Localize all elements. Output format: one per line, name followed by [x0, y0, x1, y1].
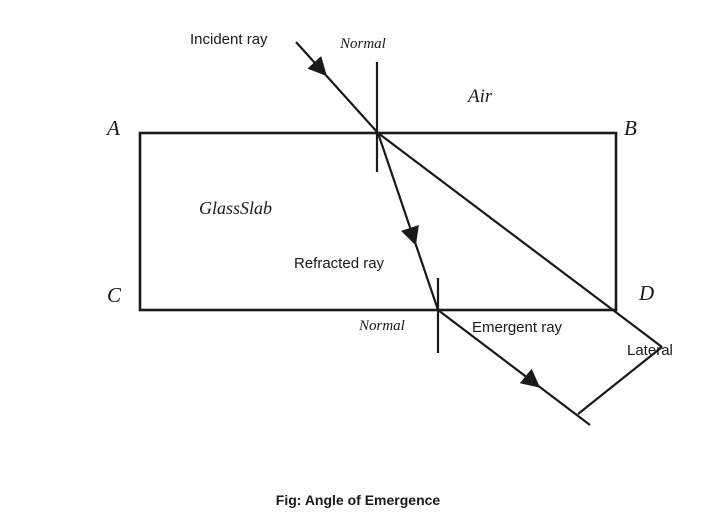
- normal-top-label: Normal: [340, 36, 386, 52]
- refracted-ray-line: [376, 132, 440, 311]
- figure-caption: Fig: Angle of Emergence: [275, 492, 441, 508]
- corner-d-label: D: [639, 281, 655, 305]
- emergent-ray-label: Emergent ray: [472, 319, 563, 336]
- lateral-label: Lateral: [627, 342, 673, 359]
- corner-a-label: A: [107, 116, 120, 140]
- lateral-displacement-line: [577, 346, 663, 415]
- emergent-ray-arrow: [519, 368, 541, 388]
- extended-incident-line: [377, 132, 663, 348]
- emergent-ray-line: [437, 309, 591, 426]
- glass-slab-label: GlassSlab: [199, 198, 273, 218]
- corner-b-label: B: [624, 116, 637, 140]
- normal-bottom-label: Normal: [359, 318, 405, 334]
- refracted-ray-arrow: [401, 224, 419, 246]
- incident-ray-arrow: [307, 55, 327, 77]
- air-label: Air: [468, 86, 493, 107]
- corner-c-label: C: [107, 283, 122, 307]
- refracted-ray-label: Refracted ray: [294, 255, 385, 272]
- incident-ray-line: [295, 41, 379, 134]
- incident-ray-label: Incident ray: [190, 31, 268, 48]
